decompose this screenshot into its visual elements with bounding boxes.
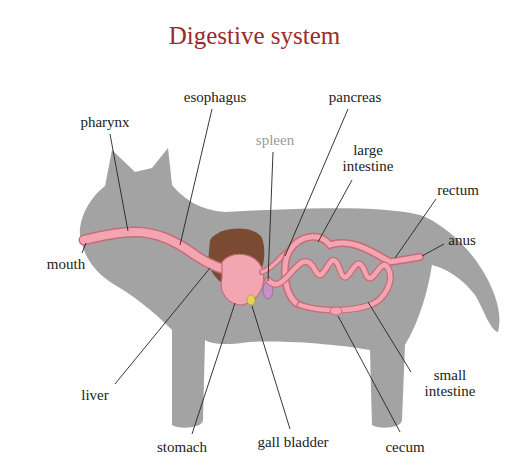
leader-line	[422, 244, 444, 256]
label-holder: liver	[81, 387, 109, 403]
label-holder: rectum	[437, 182, 479, 198]
part-label: spleen	[256, 132, 294, 148]
small-intestine-organ	[268, 260, 390, 310]
label-holder: spleen	[256, 132, 294, 148]
esophagus-tube	[84, 232, 232, 270]
label-holder: small intestine	[414, 367, 486, 399]
label-holder: mouth	[47, 256, 85, 272]
label-holder: gall bladder	[257, 434, 328, 450]
leader-line	[110, 134, 128, 231]
label-holder: anus	[448, 232, 476, 248]
leader-line	[252, 306, 290, 429]
label-holder: pancreas	[329, 89, 381, 105]
small-intestine-outline	[268, 260, 390, 310]
part-label: large intestine	[333, 142, 403, 174]
leader-line	[338, 316, 400, 432]
label-holder: pharynx	[80, 114, 129, 130]
part-label: cecum	[385, 439, 424, 455]
part-label: pancreas	[329, 89, 381, 105]
esophagus-outline	[84, 232, 232, 270]
leader-line	[368, 302, 411, 372]
leader-line	[82, 243, 86, 253]
leader-lines	[82, 109, 444, 434]
diagram-title: Digestive system	[0, 22, 509, 50]
part-label: rectum	[437, 182, 479, 198]
label-holder: stomach	[157, 439, 207, 455]
label-holder: esophagus	[184, 89, 247, 105]
cecum-organ	[330, 307, 342, 315]
part-label: anus	[448, 232, 476, 248]
label-holder: large intestine	[333, 142, 403, 174]
cat-silhouette	[80, 148, 500, 428]
part-label: stomach	[157, 439, 207, 455]
gall-bladder-organ	[247, 295, 255, 305]
stomach-organ	[221, 254, 264, 305]
leader-line	[318, 180, 352, 242]
part-label: gall bladder	[257, 434, 328, 450]
part-label: small intestine	[414, 367, 486, 399]
part-label: esophagus	[184, 89, 247, 105]
part-label: pharynx	[80, 114, 129, 130]
leader-line	[180, 109, 212, 245]
part-label: mouth	[47, 256, 85, 272]
leader-line	[192, 303, 235, 434]
part-label: liver	[81, 387, 109, 403]
leader-line	[395, 199, 436, 258]
leader-line	[285, 109, 348, 256]
leader-line	[268, 152, 273, 281]
label-holder: cecum	[385, 439, 424, 455]
leader-line	[115, 268, 210, 384]
